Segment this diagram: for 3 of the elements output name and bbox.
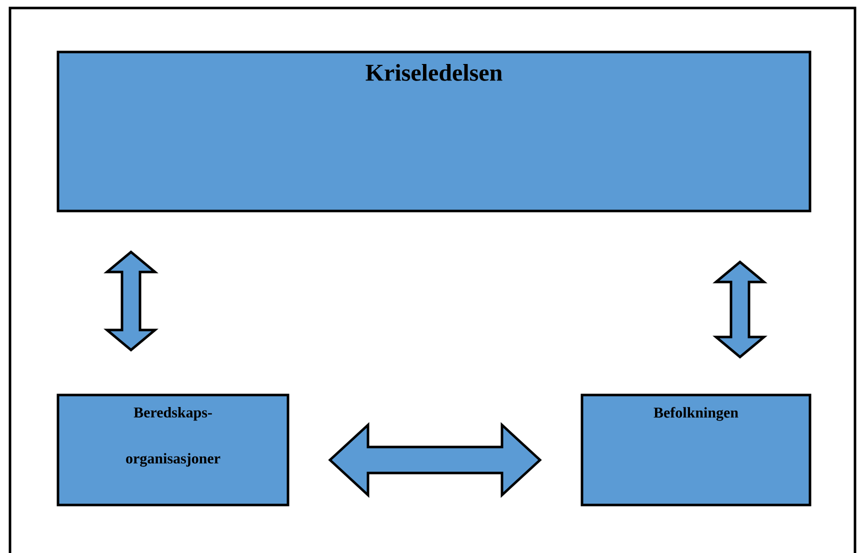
text-box: Beredskaps- organisasjoner — [56, 394, 290, 506]
text-box: Kriseledelsen — [56, 50, 812, 212]
text-box: Befolkningen — [580, 394, 812, 506]
